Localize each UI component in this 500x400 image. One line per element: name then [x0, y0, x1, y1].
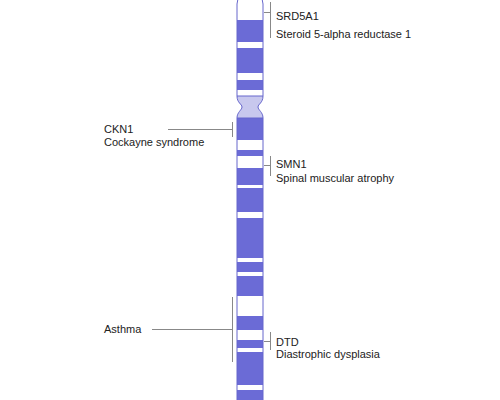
leader-line	[264, 2, 271, 38]
leader-line	[168, 122, 233, 137]
leader-lines	[152, 2, 271, 362]
chromosome-band	[237, 316, 263, 330]
chromosome-band	[237, 118, 263, 140]
long-arm-outline	[237, 118, 263, 400]
leader-line	[264, 332, 271, 350]
chromosome-band	[237, 20, 263, 42]
gene-description: Cockayne syndrome	[104, 136, 204, 148]
chromosome-band	[237, 150, 263, 156]
chromosome-band	[237, 42, 263, 48]
gene-description: Steroid 5-alpha reductase 1	[276, 28, 411, 40]
chromosome-band	[237, 90, 263, 96]
chromosome-band	[237, 185, 263, 188]
disease-label: Asthma	[104, 323, 141, 335]
gene-description: Spinal muscular atrophy	[276, 172, 394, 184]
chromosome-band	[237, 212, 263, 218]
chromosome-band	[237, 296, 263, 316]
chromosome-band	[237, 0, 263, 20]
chromosome-band	[237, 168, 263, 185]
chromosome-band	[237, 352, 263, 385]
chromosome-band	[237, 340, 263, 348]
chromosome-band	[237, 390, 263, 400]
chromosome-band	[237, 385, 263, 390]
gene-symbol: DTD	[276, 336, 299, 348]
chromosome-band	[237, 156, 263, 168]
chromosome-band	[237, 348, 263, 352]
chromosome-band	[237, 140, 263, 150]
gene-symbol: CKN1	[104, 123, 133, 135]
chromosome-band	[237, 258, 263, 262]
chromosome-band	[237, 330, 263, 340]
chromosome-band	[237, 262, 263, 272]
chromosome-band	[237, 73, 263, 80]
leader-line	[152, 297, 233, 362]
leader-line	[264, 156, 271, 176]
gene-symbol: SMN1	[276, 158, 307, 170]
chromosome-bands	[237, 0, 263, 400]
chromosome-band	[237, 188, 263, 212]
chromosome-band	[237, 276, 263, 296]
chromosome-band	[237, 272, 263, 276]
chromosome-band	[237, 218, 263, 258]
chromosome-band	[237, 80, 263, 90]
centromere	[237, 96, 263, 118]
gene-description: Diastrophic dysplasia	[276, 348, 380, 360]
chromosome-band	[237, 48, 263, 73]
short-arm-outline	[237, 0, 263, 96]
gene-symbol: SRD5A1	[276, 10, 319, 22]
